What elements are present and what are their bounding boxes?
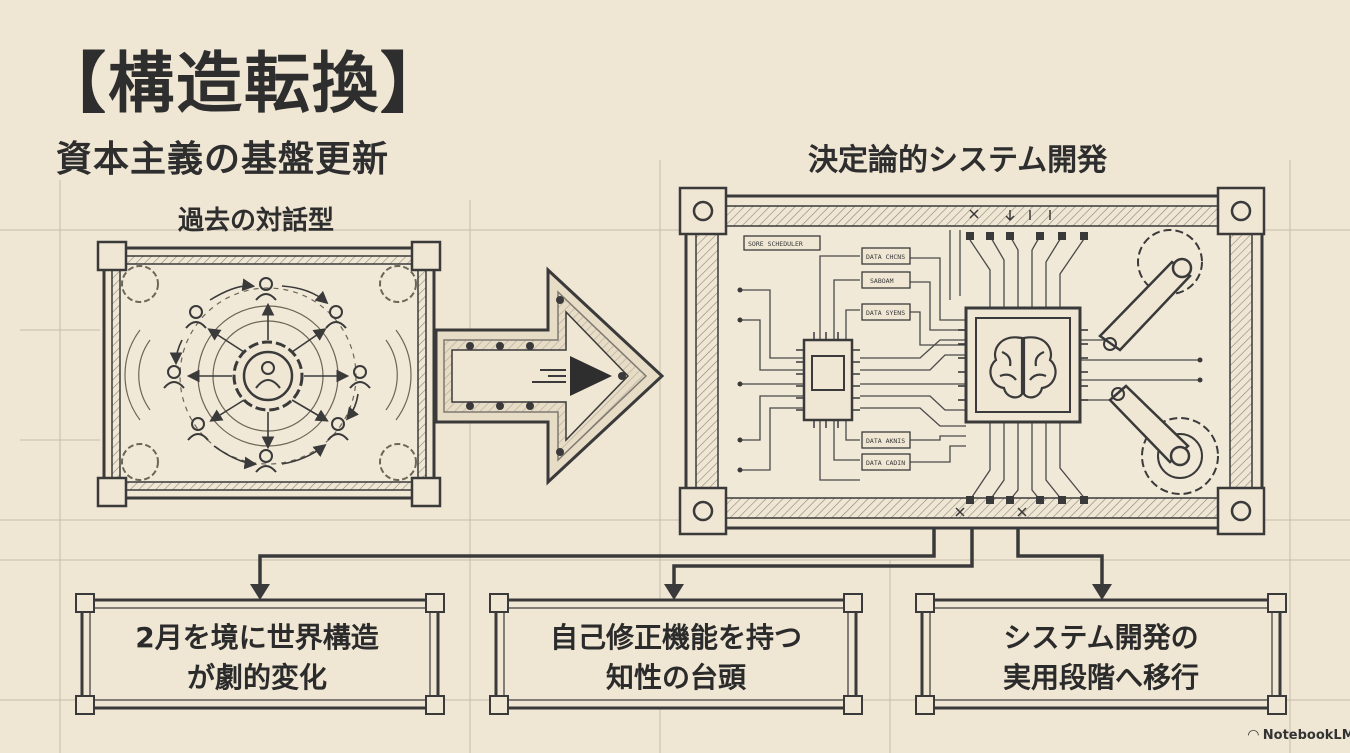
summary-box-2: 自己修正機能を持つ 知性の台頭 [504,618,848,698]
chip-icon [796,332,860,428]
logo-text: NotebookLM [1262,727,1350,743]
brain-icon [958,306,1088,424]
summary-box-line: 2月を境に世界構造 [135,621,379,654]
robot-arm-icon [1098,229,1219,495]
summary-box-1: 2月を境に世界構造 が劇的変化 [86,618,428,698]
chip-label: SORE SCHEDULER [748,240,803,248]
summary-box-line: 知性の台頭 [605,661,746,694]
notebooklm-logo: ◠ NotebookLM [1248,727,1350,743]
summary-box-line: が劇的変化 [186,661,327,694]
people-icon [163,277,371,473]
system-frame: DATA CHCNS SABOAM DATA SYENS DATA AKNIS … [678,186,1266,536]
notebooklm-logo-icon: ◠ [1248,727,1259,743]
summary-boxes [75,593,1287,715]
connector-lines [258,528,1104,586]
chip-label: DATA SYENS [866,309,905,317]
chip-label: DATA CHCNS [866,253,905,261]
page-subtitle: 資本主義の基盤更新 [56,139,390,180]
chip-label: DATA AKNIS [866,437,905,445]
summary-box-line: システム開発の [1003,621,1199,654]
chip-label: DATA CADIN [866,459,905,467]
summary-box-line: 自己修正機能を持つ [549,621,802,654]
arrow-icon [434,266,665,486]
past-model-label: 過去の対話型 [178,206,335,236]
chip-label: SABOAM [870,277,894,285]
summary-box-3: システム開発の 実用段階へ移行 [930,618,1272,698]
gear-icon [232,340,304,412]
system-model-label: 決定論的システム開発 [808,143,1108,178]
page-title: 【構造転換】 [40,45,448,122]
summary-box-line: 実用段階へ移行 [1002,661,1199,694]
past-frame [96,240,442,508]
